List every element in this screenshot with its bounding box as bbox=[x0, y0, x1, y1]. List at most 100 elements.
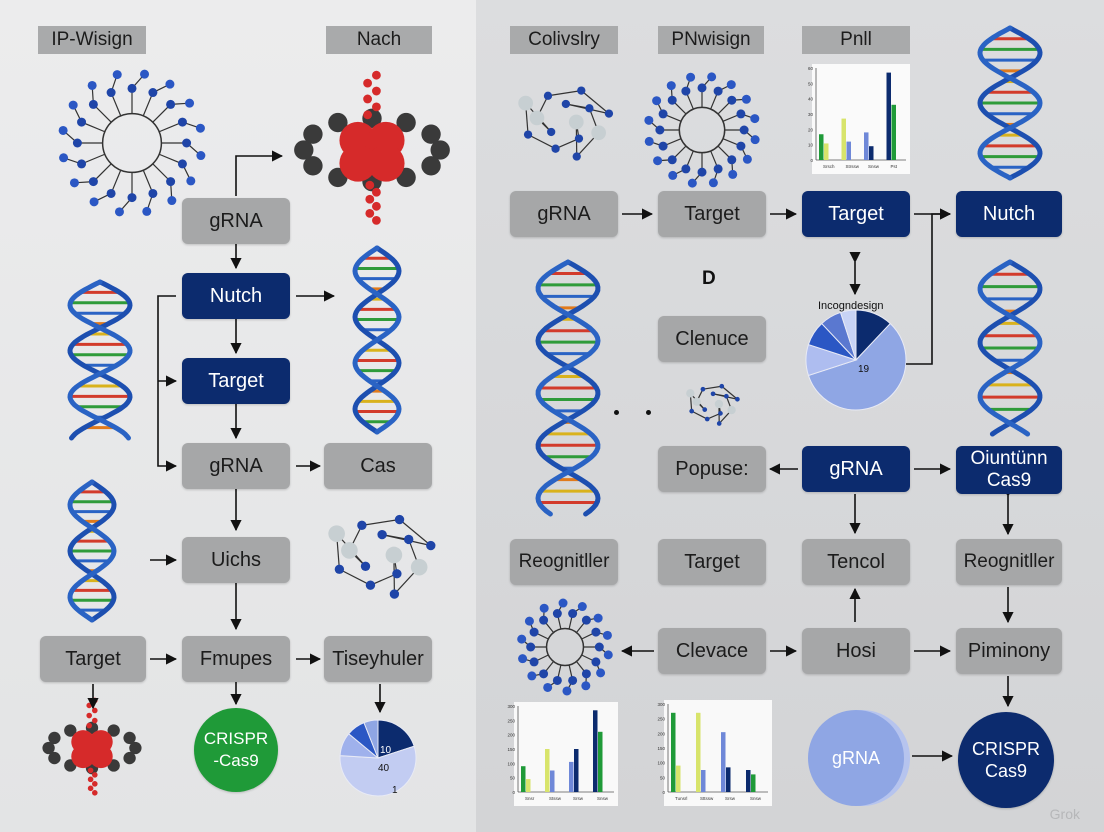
atom bbox=[87, 785, 94, 792]
pie-left-value-a: 10 bbox=[380, 745, 392, 756]
atom bbox=[739, 125, 749, 135]
atom bbox=[710, 391, 716, 397]
bar-chart-category-label: Snsw bbox=[868, 164, 880, 169]
dna-strand bbox=[977, 25, 1043, 181]
bar-chart-tick-label: 100 bbox=[507, 761, 515, 766]
atom bbox=[529, 627, 539, 637]
atom bbox=[148, 188, 158, 198]
atom bbox=[365, 208, 375, 218]
atom bbox=[341, 542, 358, 559]
atom bbox=[87, 767, 94, 774]
bar bbox=[869, 146, 874, 160]
atom bbox=[339, 144, 377, 182]
atom bbox=[529, 657, 539, 667]
node-right-grna-top: gRNA bbox=[510, 191, 618, 237]
atom bbox=[547, 127, 556, 137]
dna-strand bbox=[977, 25, 1043, 181]
node-clenuce: Clenuce bbox=[658, 316, 766, 362]
atom bbox=[667, 95, 677, 105]
atom bbox=[372, 102, 381, 112]
bar bbox=[545, 749, 550, 792]
atom bbox=[182, 138, 192, 148]
atom bbox=[644, 136, 654, 146]
atom bbox=[140, 69, 150, 79]
node-piminony: Piminony bbox=[956, 628, 1062, 674]
atom bbox=[426, 540, 436, 551]
molecule-bond bbox=[527, 134, 556, 150]
atom bbox=[593, 613, 603, 623]
atom bbox=[700, 386, 706, 392]
atom bbox=[77, 117, 87, 127]
atom bbox=[86, 722, 92, 729]
bar bbox=[751, 774, 756, 792]
molecule-cluster-right-mid bbox=[686, 383, 740, 426]
node-right-target-3: Target bbox=[658, 539, 766, 585]
molecule-red-bottom bbox=[42, 697, 142, 796]
atom bbox=[686, 72, 696, 82]
dna-helix-right-mid bbox=[977, 259, 1043, 437]
atom bbox=[86, 712, 92, 719]
atom bbox=[708, 178, 718, 188]
atom bbox=[658, 109, 668, 119]
atom bbox=[568, 675, 578, 685]
pie-slice bbox=[339, 745, 417, 797]
bar bbox=[676, 765, 681, 792]
node-right-nutch: Nutch bbox=[956, 191, 1062, 237]
node-clevace: Clevace bbox=[658, 628, 766, 674]
atom bbox=[372, 201, 381, 211]
atom bbox=[365, 180, 375, 190]
bar bbox=[891, 104, 896, 160]
atom bbox=[92, 781, 98, 787]
bar bbox=[569, 761, 574, 792]
dna-strand bbox=[67, 479, 117, 623]
atom bbox=[421, 124, 441, 144]
dna-strand bbox=[977, 259, 1043, 437]
atom bbox=[526, 642, 536, 652]
bar bbox=[819, 134, 824, 160]
atom bbox=[72, 138, 82, 148]
bar-chart-tick-label: 0 bbox=[662, 790, 665, 795]
atom bbox=[728, 169, 738, 179]
bar-chart-category-label: Srsw bbox=[573, 796, 584, 801]
atom bbox=[71, 744, 95, 769]
atom bbox=[377, 529, 387, 540]
node-grna-mid: gRNA bbox=[182, 443, 290, 489]
bar bbox=[846, 141, 851, 160]
atom bbox=[581, 681, 591, 691]
dna-strand bbox=[67, 479, 117, 623]
atom bbox=[367, 144, 405, 182]
atom bbox=[702, 407, 708, 412]
atom bbox=[539, 603, 549, 613]
bar bbox=[701, 770, 706, 792]
bar-chart-category-label: Strssw bbox=[846, 164, 860, 169]
atom bbox=[196, 151, 206, 161]
atom bbox=[577, 602, 587, 612]
atom bbox=[363, 94, 372, 104]
bar-chart-category-label: Srsch bbox=[823, 164, 835, 169]
atom bbox=[667, 155, 677, 165]
atom bbox=[596, 668, 606, 678]
dna-strand bbox=[67, 279, 133, 441]
atom bbox=[736, 109, 746, 119]
atom bbox=[653, 156, 663, 166]
dna-strand bbox=[977, 259, 1043, 437]
node-crispr-cas9-green: CRISPR -Cas9 bbox=[194, 708, 278, 792]
atom bbox=[591, 627, 601, 637]
bar-chart-category-label: Snsw bbox=[750, 796, 762, 801]
atom bbox=[148, 88, 158, 98]
dna-helix-left-2 bbox=[67, 479, 117, 623]
bar bbox=[721, 732, 726, 792]
atom bbox=[697, 83, 707, 93]
bar-chart-tick-label: 50 bbox=[510, 776, 516, 781]
atom bbox=[704, 416, 710, 422]
atom bbox=[127, 83, 137, 93]
atom bbox=[551, 144, 560, 153]
atom bbox=[581, 669, 591, 679]
atom bbox=[107, 724, 120, 737]
bar bbox=[824, 143, 829, 160]
atom bbox=[603, 650, 613, 660]
bar bbox=[726, 767, 731, 792]
